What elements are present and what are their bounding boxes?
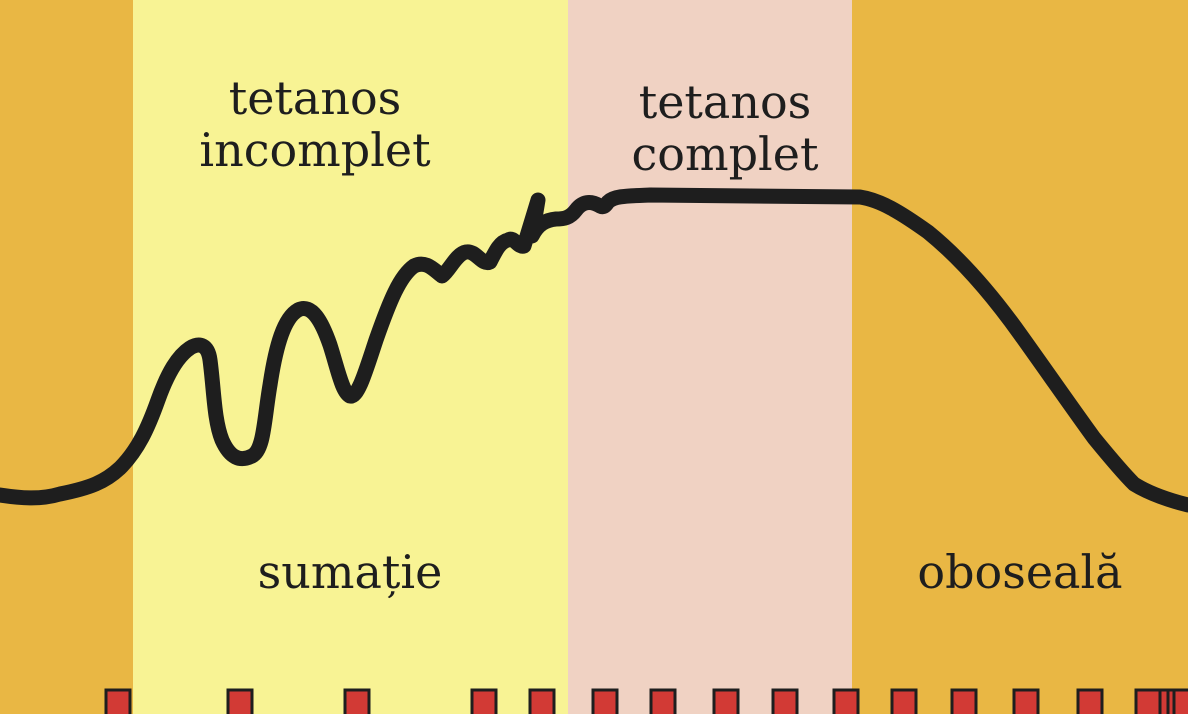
stimulus-mark — [470, 688, 498, 714]
stimulus-mark — [528, 688, 556, 714]
stimulus-mark — [771, 688, 799, 714]
incomplete-tetanus-line2: incomplet — [199, 123, 431, 177]
rest-band — [0, 0, 133, 714]
incomplete-tetanus-line1: tetanos — [228, 71, 402, 125]
stimulus-mark — [1172, 688, 1188, 714]
complete-tetanus-line1: tetanos — [638, 75, 812, 129]
stimulus-mark — [950, 688, 978, 714]
complete-tetanus-line2: complet — [631, 127, 819, 181]
stimulus-mark — [591, 688, 619, 714]
stimulus-mark — [1076, 688, 1104, 714]
contraction-curve — [0, 187, 1188, 513]
stimulus-mark — [649, 688, 677, 714]
stimulus-mark — [104, 688, 132, 714]
fatigue-band — [852, 0, 1188, 714]
complete-tetanus-label: tetanos complet — [610, 76, 840, 180]
complete-tetanus-band — [568, 0, 852, 714]
stimulus-mark — [1012, 688, 1040, 714]
stimulus-mark — [226, 688, 254, 714]
stimulus-mark — [712, 688, 740, 714]
stimulus-mark — [343, 688, 371, 714]
stimulus-mark — [832, 688, 860, 714]
fatigue-label: oboseală — [917, 545, 1123, 599]
summation-label: sumație — [257, 545, 443, 599]
stimulus-marks — [104, 688, 1188, 714]
incomplete-tetanus-label: tetanos incomplet — [190, 72, 440, 176]
stimulus-mark — [890, 688, 918, 714]
stimulus-mark — [1134, 688, 1162, 714]
